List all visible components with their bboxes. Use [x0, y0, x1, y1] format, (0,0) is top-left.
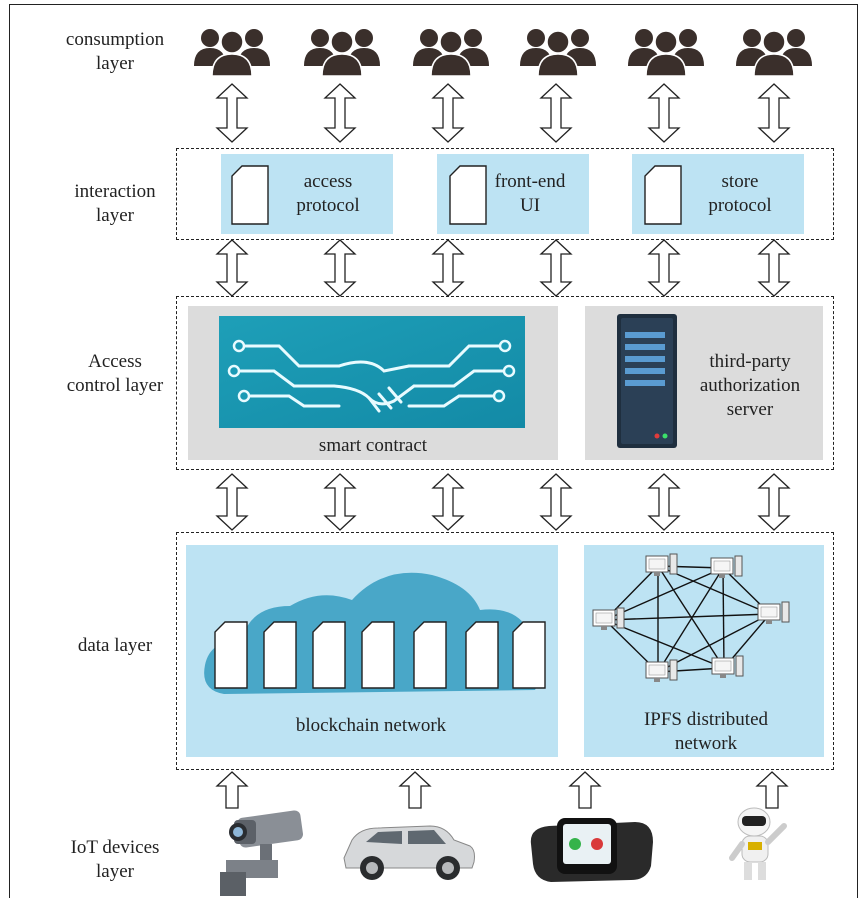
consumption-users	[194, 29, 812, 77]
smart-contract-label: smart contract	[318, 435, 428, 456]
double-arrow-icon	[539, 83, 573, 143]
access-control-layer-label: Access control layer	[66, 351, 164, 396]
document-icon	[413, 621, 447, 689]
document-icon	[312, 621, 346, 689]
document-icon	[512, 621, 546, 689]
document-icon	[231, 165, 269, 225]
computer-node-icon	[710, 555, 743, 578]
double-arrow-icon	[757, 473, 791, 531]
user-group-icon	[304, 29, 380, 77]
double-arrow-icon	[647, 473, 681, 531]
document-icon	[449, 165, 487, 225]
network-link	[722, 567, 725, 669]
robot-icon	[729, 807, 787, 880]
server-icon	[617, 314, 677, 448]
ipfs-label: IPFS distributed network	[643, 709, 769, 754]
network-link	[604, 613, 771, 621]
interaction-layer-box	[176, 148, 834, 240]
iot-devices-layer-label: IoT devices layer	[70, 837, 160, 882]
access-protocol-label: access protocol	[296, 171, 360, 216]
access-control-layer-box	[176, 296, 834, 470]
double-arrow-icon	[757, 83, 791, 143]
data-layer-box	[176, 532, 834, 770]
up-arrow-icon	[568, 771, 602, 809]
consumption-layer-label: consumption layer	[65, 29, 165, 74]
up-arrow-icon	[755, 771, 789, 809]
security-camera-icon	[220, 810, 303, 896]
front-end-ui-label: front-end UI	[494, 171, 566, 216]
double-arrow-icon	[323, 473, 357, 531]
computer-node-icon	[757, 601, 790, 624]
double-arrow-icon	[215, 83, 249, 143]
computer-node-icon	[645, 659, 678, 682]
car-icon	[343, 825, 475, 880]
auth-server-label: third-party authorization server	[699, 351, 801, 420]
double-arrow-icon	[431, 83, 465, 143]
document-icon	[361, 621, 395, 689]
up-arrow-icon	[215, 771, 249, 809]
double-arrow-icon	[323, 83, 357, 143]
handshake-circuit-icon	[219, 316, 525, 428]
double-arrow-icon	[647, 83, 681, 143]
up-arrow-icon	[398, 771, 432, 809]
double-arrow-icon	[215, 473, 249, 531]
computer-node-icon	[592, 607, 625, 630]
network-link	[657, 567, 724, 673]
user-group-icon	[194, 29, 270, 77]
computer-node-icon	[645, 553, 678, 576]
user-group-icon	[736, 29, 812, 77]
blockchain-label: blockchain network	[295, 715, 447, 736]
user-group-icon	[413, 29, 489, 77]
document-icon	[214, 621, 248, 689]
smartwatch-icon	[530, 818, 653, 882]
double-arrow-icon	[431, 473, 465, 531]
interaction-layer-label: interaction layer	[74, 181, 156, 226]
computer-node-icon	[711, 655, 744, 678]
network-link	[604, 567, 724, 621]
data-layer-label: data layer	[77, 635, 153, 656]
user-group-icon	[520, 29, 596, 77]
document-icon	[465, 621, 499, 689]
user-group-icon	[628, 29, 704, 77]
document-icon	[644, 165, 682, 225]
ipfs-panel	[584, 545, 824, 757]
network-link	[604, 619, 725, 669]
document-icon	[263, 621, 297, 689]
store-protocol-label: store protocol	[708, 171, 772, 216]
double-arrow-icon	[539, 473, 573, 531]
